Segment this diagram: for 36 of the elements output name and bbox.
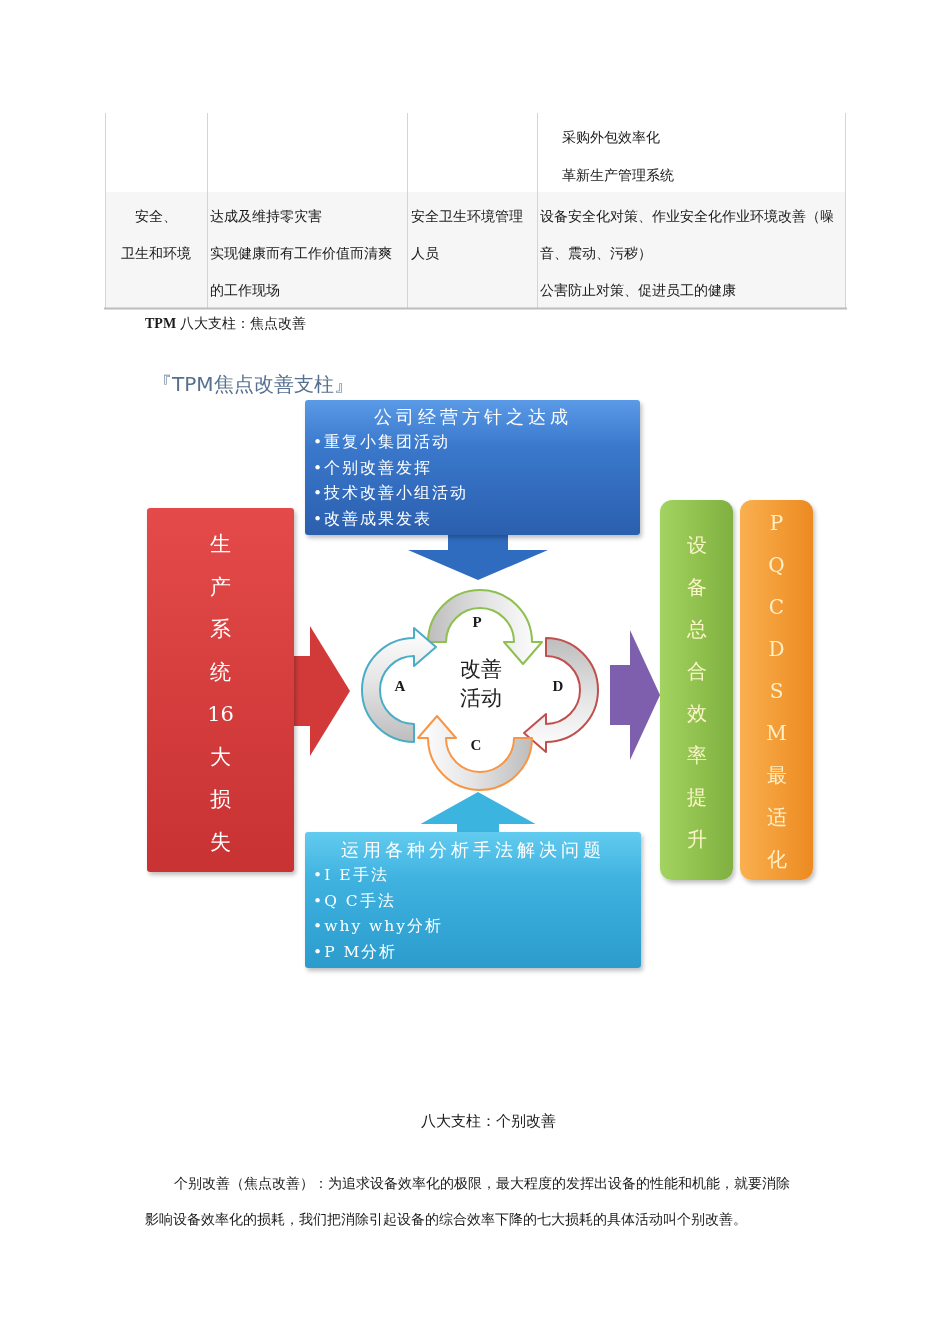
bullet-item: •个别改善发挥: [313, 457, 433, 479]
table-text: 达成及维持零灾害: [210, 207, 322, 226]
bullet-item: •改善成果发表: [313, 508, 433, 530]
box-heading: 运用各种分析手法解决问题: [341, 839, 605, 862]
figure-caption: TPM 八大支柱：焦点改善: [145, 315, 306, 333]
pillar-box: PQCDSM最适化: [740, 500, 813, 880]
box-heading: 公司经营方针之达成: [373, 406, 572, 429]
table-text: 采购外包效率化: [562, 128, 660, 147]
bullet-item: •P M分析: [313, 942, 398, 964]
bullet-item: •技术改善小组活动: [313, 483, 469, 504]
section-heading: 八大支柱：个别改善: [420, 1112, 556, 1131]
pillar-box: 设备总合效率提升: [660, 500, 733, 880]
bullet-item: •why why分析: [313, 916, 444, 938]
table-text: 革新生产管理系统: [562, 166, 674, 185]
table-text: 安全、卫生和环境: [120, 207, 192, 263]
cycle-letter: D: [552, 677, 564, 695]
body-paragraph: 个别改善（焦点改善）：为追求设备效率化的极限，最大程度的发挥出设备的性能和机能，就要消除影响设备效率化的损耗，我们把消除引起设备的综合效率下降的七大损耗的具体活动叫个别改善。: [145, 1174, 791, 1229]
cycle-letter: A: [394, 677, 406, 695]
cycle-letter: C: [470, 736, 482, 754]
table-text: 设备安全化对策、作业安全化作业环境改善（噪音、震动、污秽）: [540, 207, 835, 263]
bullet-item: •重复小集团活动: [313, 432, 451, 453]
table-text: 实现健康而有工作价值而清爽的工作现场: [210, 244, 393, 300]
table-text: 安全卫生环境管理人员: [411, 207, 524, 263]
diagram-title: 『TPM焦点改善支柱』: [152, 372, 354, 396]
block-arrow: [294, 626, 350, 756]
bullet-item: •I E手法: [313, 865, 389, 886]
cycle-letter: P: [472, 613, 482, 631]
block-arrow: [610, 630, 660, 760]
bullet-item: •Q C手法: [313, 890, 396, 912]
info-box: [305, 400, 640, 535]
table-text: 公害防止对策、促进员工的健康: [540, 281, 736, 300]
center-text: 改善活动: [459, 656, 503, 712]
info-box: [305, 832, 641, 968]
block-arrow: [420, 792, 536, 832]
block-arrow: [408, 535, 548, 580]
pillar-box: 生产系统16大损失: [147, 508, 294, 872]
